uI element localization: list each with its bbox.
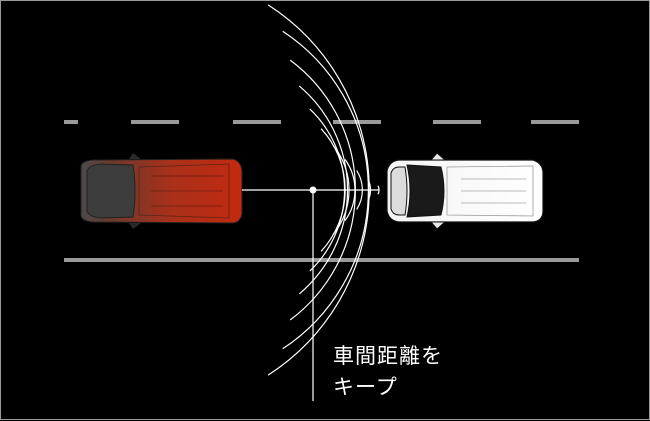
caption-line-1: 車間距離を (333, 344, 443, 368)
lane-dash (233, 120, 281, 124)
lead-vehicle-icon (386, 152, 544, 230)
lane-dash (433, 120, 481, 124)
caption-line-2: キープ (333, 375, 398, 399)
lane-dash (333, 120, 381, 124)
lane-dash (64, 120, 78, 124)
lane-dash (131, 120, 179, 124)
own-vehicle-icon (80, 153, 243, 229)
lane-dash (531, 120, 579, 124)
lane-dashed-line (64, 120, 579, 124)
lane-solid-line (64, 258, 579, 262)
